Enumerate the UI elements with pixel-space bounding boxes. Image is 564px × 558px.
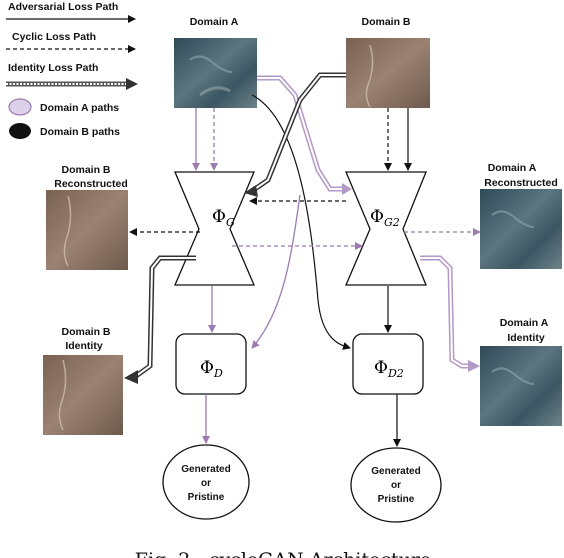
legend-identity-label: Identity Loss Path — [8, 62, 98, 74]
image-domain-b-identity: Domain B Identity — [43, 326, 123, 435]
domain-a-id-line2: Identity — [507, 332, 544, 344]
domain-b-rec-line2: Reconstructed — [54, 178, 128, 190]
generator-g: ΦG — [174, 171, 255, 286]
domain-a-rec-line1: Domain A — [488, 162, 537, 174]
image-domain-a: Domain A — [174, 16, 257, 108]
discriminator-d: ΦD — [175, 333, 247, 395]
svg-text:Pristine: Pristine — [378, 494, 415, 505]
domain-a-rec-line2: Reconstructed — [484, 177, 558, 189]
generator-g2: ΦG2 — [345, 171, 427, 286]
image-domain-b: Domain B — [346, 16, 430, 108]
legend-adversarial-label: Adversarial Loss Path — [8, 1, 118, 13]
discriminator-d-label: ΦD — [200, 358, 223, 380]
svg-text:Generated: Generated — [181, 464, 230, 475]
image-domain-b-reconstructed: Domain B Reconstructed — [46, 164, 128, 270]
domain-a-id-line1: Domain A — [500, 317, 549, 329]
domain-b-swatch — [9, 123, 31, 139]
generator-g-label: ΦG — [212, 207, 235, 229]
legend-domain-b-label: Domain B paths — [40, 126, 120, 138]
svg-text:or: or — [391, 480, 401, 491]
svg-text:or: or — [201, 478, 211, 489]
discriminator-d2: ΦD2 — [352, 333, 424, 395]
domain-b-id-line1: Domain B — [61, 326, 110, 338]
arrows — [124, 72, 481, 447]
generator-g2-label: ΦG2 — [370, 207, 400, 229]
svg-text:Pristine: Pristine — [188, 492, 225, 503]
output-generated-or-pristine-2: Generated or Pristine — [350, 447, 442, 523]
image-domain-a-reconstructed: Domain A Reconstructed — [480, 162, 562, 269]
domain-b-rec-line1: Domain B — [61, 164, 110, 176]
arrow-b-to-d — [251, 194, 301, 349]
identity-g2-to-a-identity — [420, 255, 470, 369]
image-domain-a-identity: Domain A Identity — [480, 317, 562, 426]
domain-a-title: Domain A — [190, 16, 239, 28]
domain-b-id-line2: Identity — [65, 340, 102, 352]
domain-b-title: Domain B — [361, 16, 410, 28]
discriminator-d2-label: ΦD2 — [374, 358, 404, 380]
figure-caption: Fig. 2 : cycleGAN Architecture — [135, 549, 431, 558]
legend-cyclic-label: Cyclic Loss Path — [12, 31, 96, 43]
svg-text:Generated: Generated — [371, 466, 420, 477]
output-generated-or-pristine-1: Generated or Pristine — [162, 444, 250, 520]
domain-a-swatch — [8, 98, 32, 116]
legend-domain-a-label: Domain A paths — [40, 102, 119, 114]
legend: Adversarial Loss Path Cyclic Loss Path I… — [6, 1, 138, 139]
arrow-a-to-d2 — [251, 94, 351, 350]
